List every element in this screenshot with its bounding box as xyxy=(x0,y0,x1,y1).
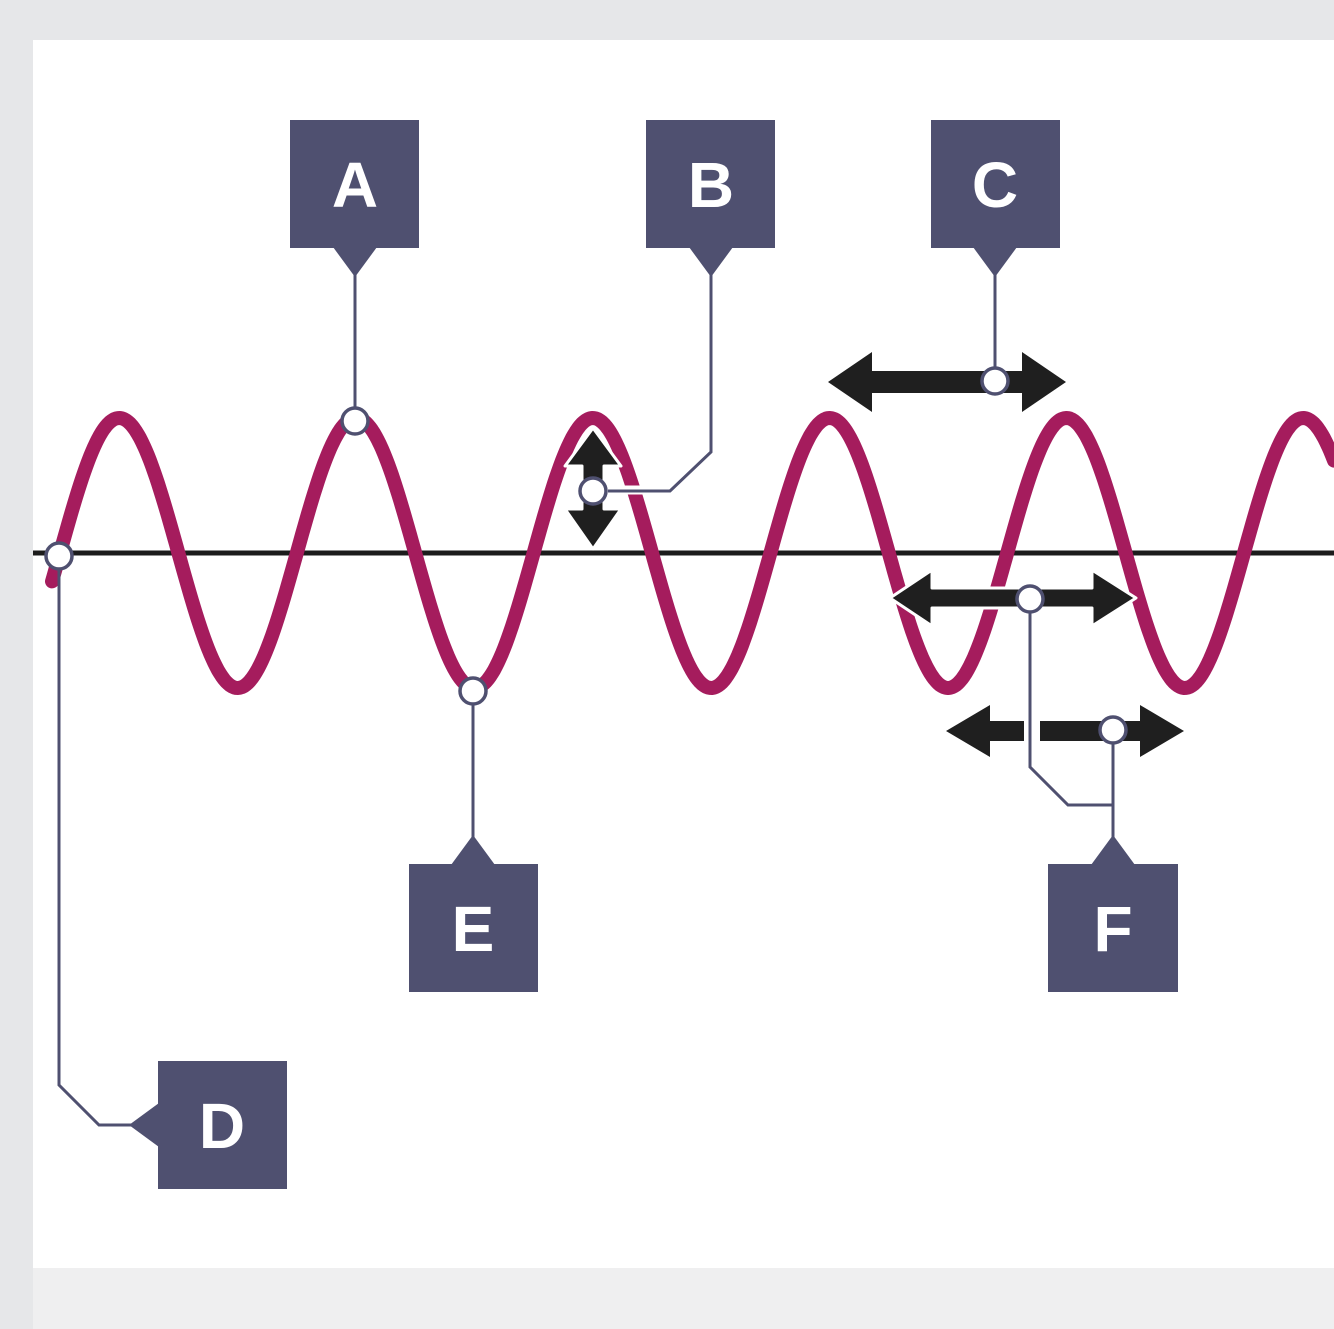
label-pointer-d xyxy=(129,1103,159,1147)
label-d: D xyxy=(129,1061,287,1189)
label-text-b: B xyxy=(688,149,734,221)
marker-a-crest xyxy=(340,406,370,436)
label-a: A xyxy=(290,120,419,277)
label-box-b xyxy=(646,120,775,248)
label-text-f: F xyxy=(1093,893,1132,965)
label-pointer-e xyxy=(451,835,495,865)
marker-d-origin xyxy=(44,541,74,571)
label-box-e xyxy=(409,864,538,992)
label-text-c: C xyxy=(972,149,1018,221)
label-c: C xyxy=(931,120,1060,277)
marker-f-upper xyxy=(1015,584,1045,614)
label-box-d xyxy=(158,1061,287,1189)
label-e: E xyxy=(409,835,538,992)
wavelength-arrow-f-lower-left xyxy=(946,705,1024,757)
wavelength-arrow-f-upper xyxy=(888,568,1138,628)
leader-line-b xyxy=(608,248,713,493)
label-f: F xyxy=(1048,835,1178,992)
label-pointer-a xyxy=(333,247,377,277)
marker-c-wavelength xyxy=(980,366,1010,396)
label-box-c xyxy=(931,120,1060,248)
marker-b-amplitude xyxy=(578,476,608,506)
label-pointer-b xyxy=(689,247,733,277)
label-b: B xyxy=(646,120,775,277)
label-box-f xyxy=(1048,864,1178,992)
marker-f-lower xyxy=(1098,715,1128,745)
label-text-a: A xyxy=(332,149,378,221)
label-box-a xyxy=(290,120,419,248)
label-text-e: E xyxy=(452,893,495,965)
leader-line-f xyxy=(1028,600,1113,807)
wave-curve xyxy=(45,411,1334,695)
label-text-d: D xyxy=(199,1090,245,1162)
label-pointer-c xyxy=(973,247,1017,277)
wavelength-arrow-c xyxy=(828,352,1066,412)
marker-e-trough xyxy=(458,676,488,706)
footer-strip xyxy=(33,1268,1334,1329)
label-pointer-f xyxy=(1091,835,1135,865)
